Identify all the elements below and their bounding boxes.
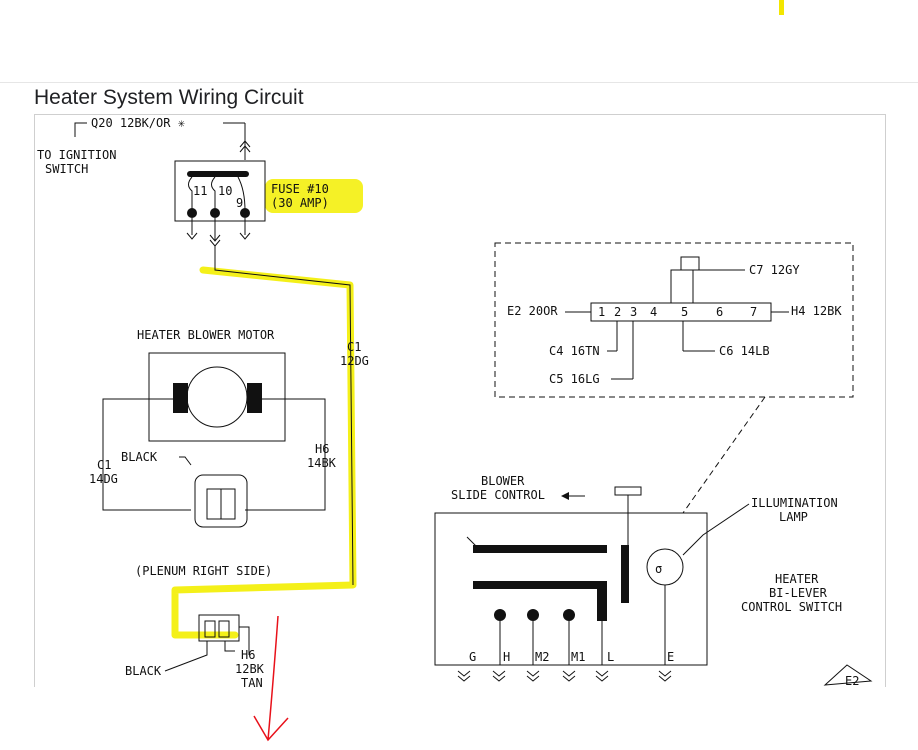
feed-wire-line2: 12DG [340, 354, 369, 368]
fuse-highlight [265, 179, 363, 213]
conn-pin-7: 7 [750, 305, 757, 319]
terminal-l: L [607, 650, 614, 664]
fuse-pin-10: 10 [218, 184, 232, 198]
blower-label-line1: BLOWER [481, 474, 525, 488]
conn-pin-5: 5 [681, 305, 688, 319]
plenum-wire-line1: H6 [241, 648, 255, 662]
wire-e2-label: E2 20OR [507, 304, 558, 318]
highlight-marker [779, 0, 784, 15]
ground-symbols [457, 670, 672, 682]
motor-right-wire-line2: 14BK [307, 456, 337, 470]
conn-pin-2: 2 [614, 305, 621, 319]
wire-h4-label: H4 12BK [791, 304, 842, 318]
wire-c6-label: C6 14LB [719, 344, 770, 358]
fuse-block: 11 10 9 FUSE #10 (30 AMP) [174, 160, 329, 247]
switch-label-line3: CONTROL SWITCH [741, 600, 842, 614]
terminal-e: E [667, 650, 674, 664]
ignition-wire: Q20 12BK/OR ✳ TO IGNITION SWITCH [37, 116, 251, 176]
blower-label-line2: SLIDE CONTROL [451, 488, 545, 502]
terminal-g: G [469, 650, 476, 664]
conn-pin-3: 3 [630, 305, 637, 319]
detail-leader-line [682, 396, 766, 514]
blower-motor-title: HEATER BLOWER MOTOR [137, 328, 275, 342]
plenum-connector-color: BLACK [125, 664, 162, 678]
lamp-label-line2: LAMP [779, 510, 808, 524]
lamp-label-line1: ILLUMINATION [751, 496, 838, 510]
wiring-diagram-svg: Q20 12BK/OR ✳ TO IGNITION SWITCH 11 10 9… [37, 116, 873, 687]
main-feed-wire: C1 12DG [214, 246, 369, 586]
conn-pin-6: 6 [716, 305, 723, 319]
wire-c4-label: C4 16TN [549, 344, 600, 358]
top-bar [0, 0, 918, 83]
conn-pin-1: 1 [598, 305, 605, 319]
plenum-label: (PLENUM RIGHT SIDE) [135, 564, 272, 578]
motor-right-wire-line1: H6 [315, 442, 329, 456]
fuse-label-line1: FUSE #10 [271, 182, 329, 196]
plenum-wire-line3: TAN [241, 676, 263, 687]
control-switch: BLOWER SLIDE CONTROL σ ILLUMINATION LAMP… [434, 474, 873, 687]
switch-label-line2: BI-LEVER [769, 586, 828, 600]
terminal-m2: M2 [535, 650, 549, 664]
terminal-m1: M1 [571, 650, 585, 664]
fuse-label-line2: (30 AMP) [271, 196, 329, 210]
plenum-connector: (PLENUM RIGHT SIDE) BLACK H6 12BK TAN [125, 564, 272, 687]
red-annotation-arrow [253, 615, 289, 742]
page-title: Heater System Wiring Circuit [34, 86, 304, 109]
lamp-glyph: σ [655, 562, 662, 576]
fuse-pin-11: 11 [193, 184, 207, 198]
ignition-source-line2: SWITCH [45, 162, 88, 176]
wire-c5-label: C5 16LG [549, 372, 600, 386]
wire-c7-label: C7 12GY [749, 263, 800, 277]
motor-left-wire-line1: C1 [97, 458, 111, 472]
plenum-wire-line2: 12BK [235, 662, 265, 676]
switch-label-line1: HEATER [775, 572, 819, 586]
motor-connector-color: BLACK [121, 450, 158, 464]
conn-pin-4: 4 [650, 305, 657, 319]
motor-left-wire-line2: 14DG [89, 472, 118, 486]
wiring-diagram: Q20 12BK/OR ✳ TO IGNITION SWITCH 11 10 9… [34, 114, 886, 687]
ignition-wire-label: Q20 12BK/OR ✳ [91, 116, 185, 130]
fuse-pin-9: 9 [236, 196, 243, 210]
ignition-source-line1: TO IGNITION [37, 148, 116, 162]
blower-motor: HEATER BLOWER MOTOR BLACK C1 14DG H6 14B… [89, 328, 337, 528]
feed-wire-line1: C1 [347, 340, 361, 354]
corner-label: E2 [845, 674, 859, 687]
terminal-h: H [503, 650, 510, 664]
connector-detail: 1 2 3 4 5 6 7 E2 20OR C7 12GY H4 12BK C4… [494, 242, 854, 398]
